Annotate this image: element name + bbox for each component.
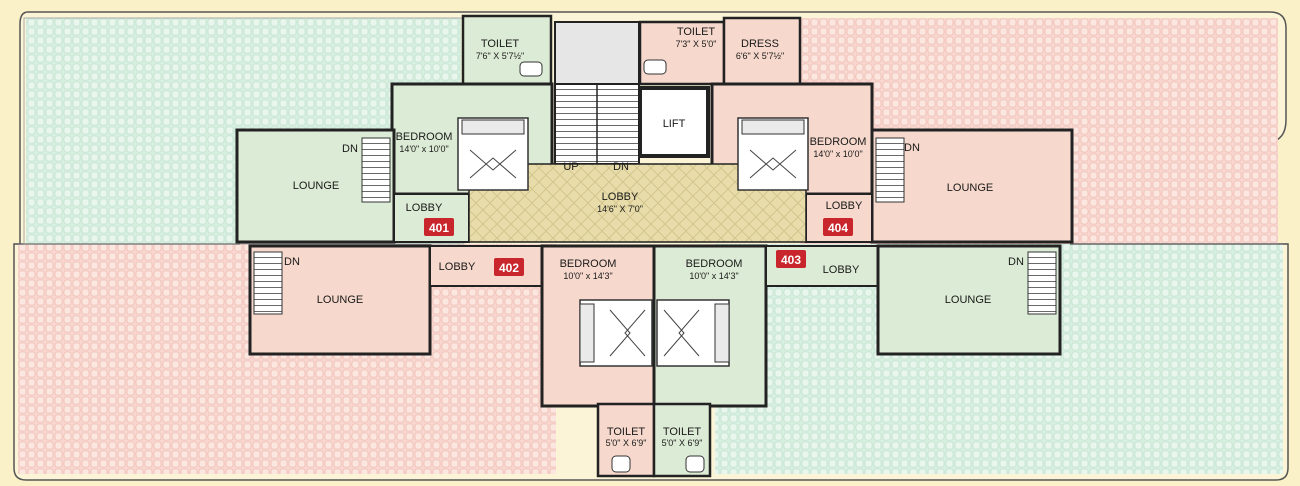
stair-down-label: DN — [1008, 256, 1024, 268]
unit-number: 402 — [499, 261, 519, 275]
internal-stair-403 — [1027, 251, 1057, 315]
room-name: LOBBY — [602, 191, 639, 203]
room-name: TOILET — [607, 426, 646, 438]
room-name: LOBBY — [439, 261, 476, 273]
unit-number: 404 — [828, 221, 848, 235]
room-dimension: 10'0" x 14'3" — [563, 271, 612, 281]
room-name: TOILET — [677, 26, 716, 38]
unit-badge-401: 401 — [424, 218, 454, 236]
room-dimension: 14'0" x 10'0" — [399, 144, 448, 154]
internal-stair-401 — [361, 137, 391, 203]
room-dimension: 5'0" X 6'9" — [662, 438, 703, 448]
stair-down-label: DN — [342, 143, 358, 155]
room-name: LIFT — [663, 118, 686, 130]
unit-number: 401 — [429, 221, 449, 235]
room-labels: TOILET 7'6" X 5'7½" TOILET 7'3" X 5'0" D… — [284, 26, 1024, 448]
room-name: TOILET — [663, 426, 702, 438]
room-name: BEDROOM — [396, 131, 453, 143]
unit-badge-404: 404 — [823, 218, 853, 236]
unit-badge-402: 402 — [494, 258, 524, 276]
room-name: DRESS — [741, 38, 779, 50]
room-name: TOILET — [481, 38, 520, 50]
room-dimension: 14'6" X 7'0" — [597, 204, 643, 214]
internal-stair-404 — [875, 137, 905, 203]
room-name: LOUNGE — [947, 182, 993, 194]
room-name: BEDROOM — [810, 136, 867, 148]
room-name: LOBBY — [406, 202, 443, 214]
room-dimension: 5'0" X 6'9" — [606, 438, 647, 448]
room-name: LOBBY — [826, 200, 863, 212]
unit-badge-403: 403 — [776, 250, 806, 268]
room-name: BEDROOM — [686, 258, 743, 270]
room-dimension: 7'6" X 5'7½" — [476, 51, 524, 61]
room-name: BEDROOM — [560, 258, 617, 270]
internal-stair-402 — [253, 251, 283, 315]
unit-number: 403 — [781, 253, 801, 267]
stair-down-label: DN — [904, 142, 920, 154]
room-name: LOUNGE — [317, 294, 363, 306]
room-dimension: 7'3" X 5'0" — [676, 39, 717, 49]
stair-down-label: DN — [613, 161, 629, 173]
furniture — [253, 59, 1057, 473]
room-dimension: 6'6" X 5'7½" — [736, 51, 784, 61]
unit-badges: 401 404 402 403 — [424, 218, 853, 276]
stair-up-label: UP — [563, 161, 578, 173]
stair-down-label: DN — [284, 256, 300, 268]
room-dimension: 10'0" x 14'3" — [689, 271, 738, 281]
room-name: LOUNGE — [945, 294, 991, 306]
room-name: LOUNGE — [293, 180, 339, 192]
room-dimension: 14'0" x 10'0" — [813, 149, 862, 159]
room-name: LOBBY — [823, 264, 860, 276]
